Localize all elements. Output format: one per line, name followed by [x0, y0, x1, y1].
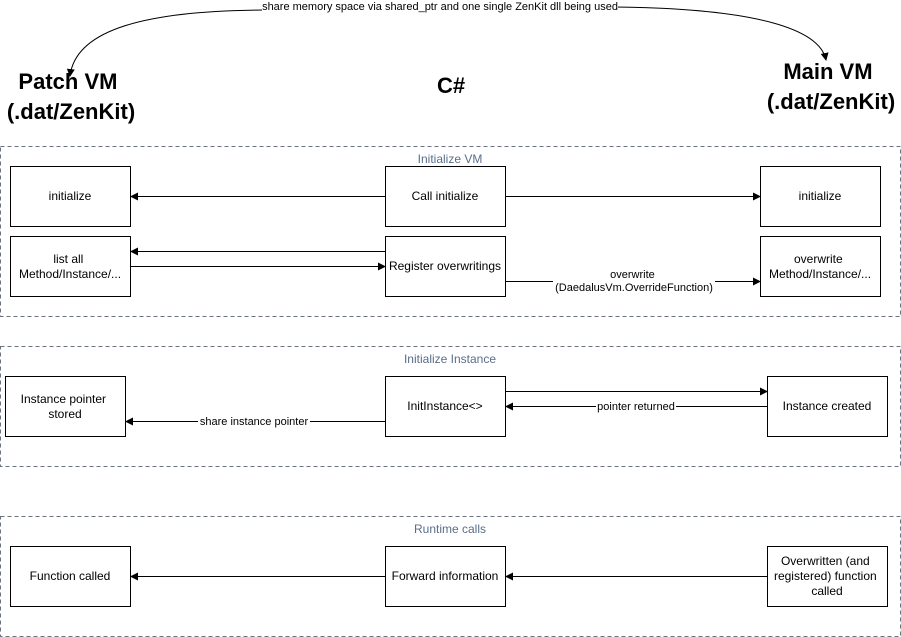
main-vm-title-line: (.dat/ZenKit) — [767, 89, 895, 114]
svg-text:Call initialize: Call initialize — [412, 189, 479, 203]
node-text-line: Method/Instance/... — [19, 267, 121, 281]
node-text-line: stored — [48, 407, 81, 421]
edge-label-pointer-returned: pointer returned — [597, 401, 675, 413]
group-title: Initialize VM — [418, 152, 483, 166]
node-init-instance: InitInstance<> — [385, 376, 506, 437]
patch-vm-title: Patch VM (.dat/ZenKit) — [7, 69, 135, 124]
node-text-line: Method/Instance/... — [769, 267, 871, 281]
group-initialize-vm: Initialize VM — [0, 146, 901, 317]
node-instance-pointer-stored: Instance pointer stored — [5, 376, 126, 437]
node-forward-information: Forward information — [385, 546, 506, 607]
svg-text:InitInstance<>: InitInstance<> — [407, 399, 482, 413]
node-register-overwritings: Register overwritings — [385, 236, 506, 297]
svg-text:Function called: Function called — [30, 569, 111, 583]
svg-text:Overwritten (and registe: Overwritten (and registered) function ca… — [774, 554, 880, 598]
node-call-initialize: Call initialize — [385, 166, 506, 227]
node-text-line: Register overwritings — [389, 259, 501, 273]
svg-text:Register overwritings: Register overwritings — [389, 259, 501, 273]
node-list-all: list all Method/Instance/... — [10, 236, 131, 297]
svg-text:overwrite Method/Instanc: overwrite Method/Instance/... — [769, 252, 871, 281]
edge-label-share-pointer: share instance pointer — [200, 416, 309, 428]
node-text-line: overwrite — [794, 252, 843, 266]
node-overwrite-right: overwrite Method/Instance/... — [760, 236, 881, 297]
main-vm-title-line: Main VM — [783, 59, 872, 84]
node-initialize-right: initialize — [760, 166, 881, 227]
node-text-line: InitInstance<> — [407, 399, 482, 413]
edge-label-overwrite: overwrite (DaedalusVm.OverrideFunction) — [555, 269, 713, 294]
node-text-line: initialize — [799, 189, 842, 203]
node-instance-created: Instance created — [767, 376, 888, 437]
node-function-called: Function called — [10, 546, 131, 607]
node-text-line: Function called — [30, 569, 111, 583]
csharp-title: C# — [437, 73, 465, 98]
shared-memory-note: share memory space via shared_ptr and on… — [262, 1, 618, 13]
node-text-line: registered) function — [774, 569, 877, 583]
node-text-line: Call initialize — [412, 189, 479, 203]
svg-text:Instance pointer stored: Instance pointer stored — [21, 392, 110, 421]
svg-text:initialize: initialize — [799, 189, 842, 203]
svg-text:Instance created: Instance created — [783, 399, 872, 413]
node-text-line: Forward information — [392, 569, 499, 583]
node-text-line: Overwritten (and — [781, 554, 870, 568]
patch-vm-title-line: (.dat/ZenKit) — [7, 99, 135, 124]
group-title: Runtime calls — [414, 522, 486, 536]
svg-text:list all Method/Instance: list all Method/Instance/... — [19, 252, 121, 281]
patch-vm-title-line: Patch VM — [18, 69, 117, 94]
node-text-line: initialize — [49, 189, 92, 203]
shared-memory-arrow — [66, 6, 829, 77]
node-text-line: Instance pointer — [21, 392, 106, 406]
node-text-line: Instance created — [783, 399, 872, 413]
group-title: Initialize Instance — [404, 352, 496, 366]
edge-label-line: (DaedalusVm.OverrideFunction) — [555, 282, 713, 294]
svg-text:Forward information: Forward information — [392, 569, 499, 583]
edge-label-line: overwrite — [610, 269, 655, 281]
node-text-line: called — [811, 584, 842, 598]
main-vm-title: Main VM (.dat/ZenKit) — [767, 59, 895, 114]
node-text-line: list all — [53, 252, 83, 266]
svg-text:initialize: initialize — [49, 189, 92, 203]
node-initialize-left: initialize — [10, 166, 131, 227]
node-overwritten-function-called: Overwritten (and registered) function ca… — [767, 546, 888, 607]
